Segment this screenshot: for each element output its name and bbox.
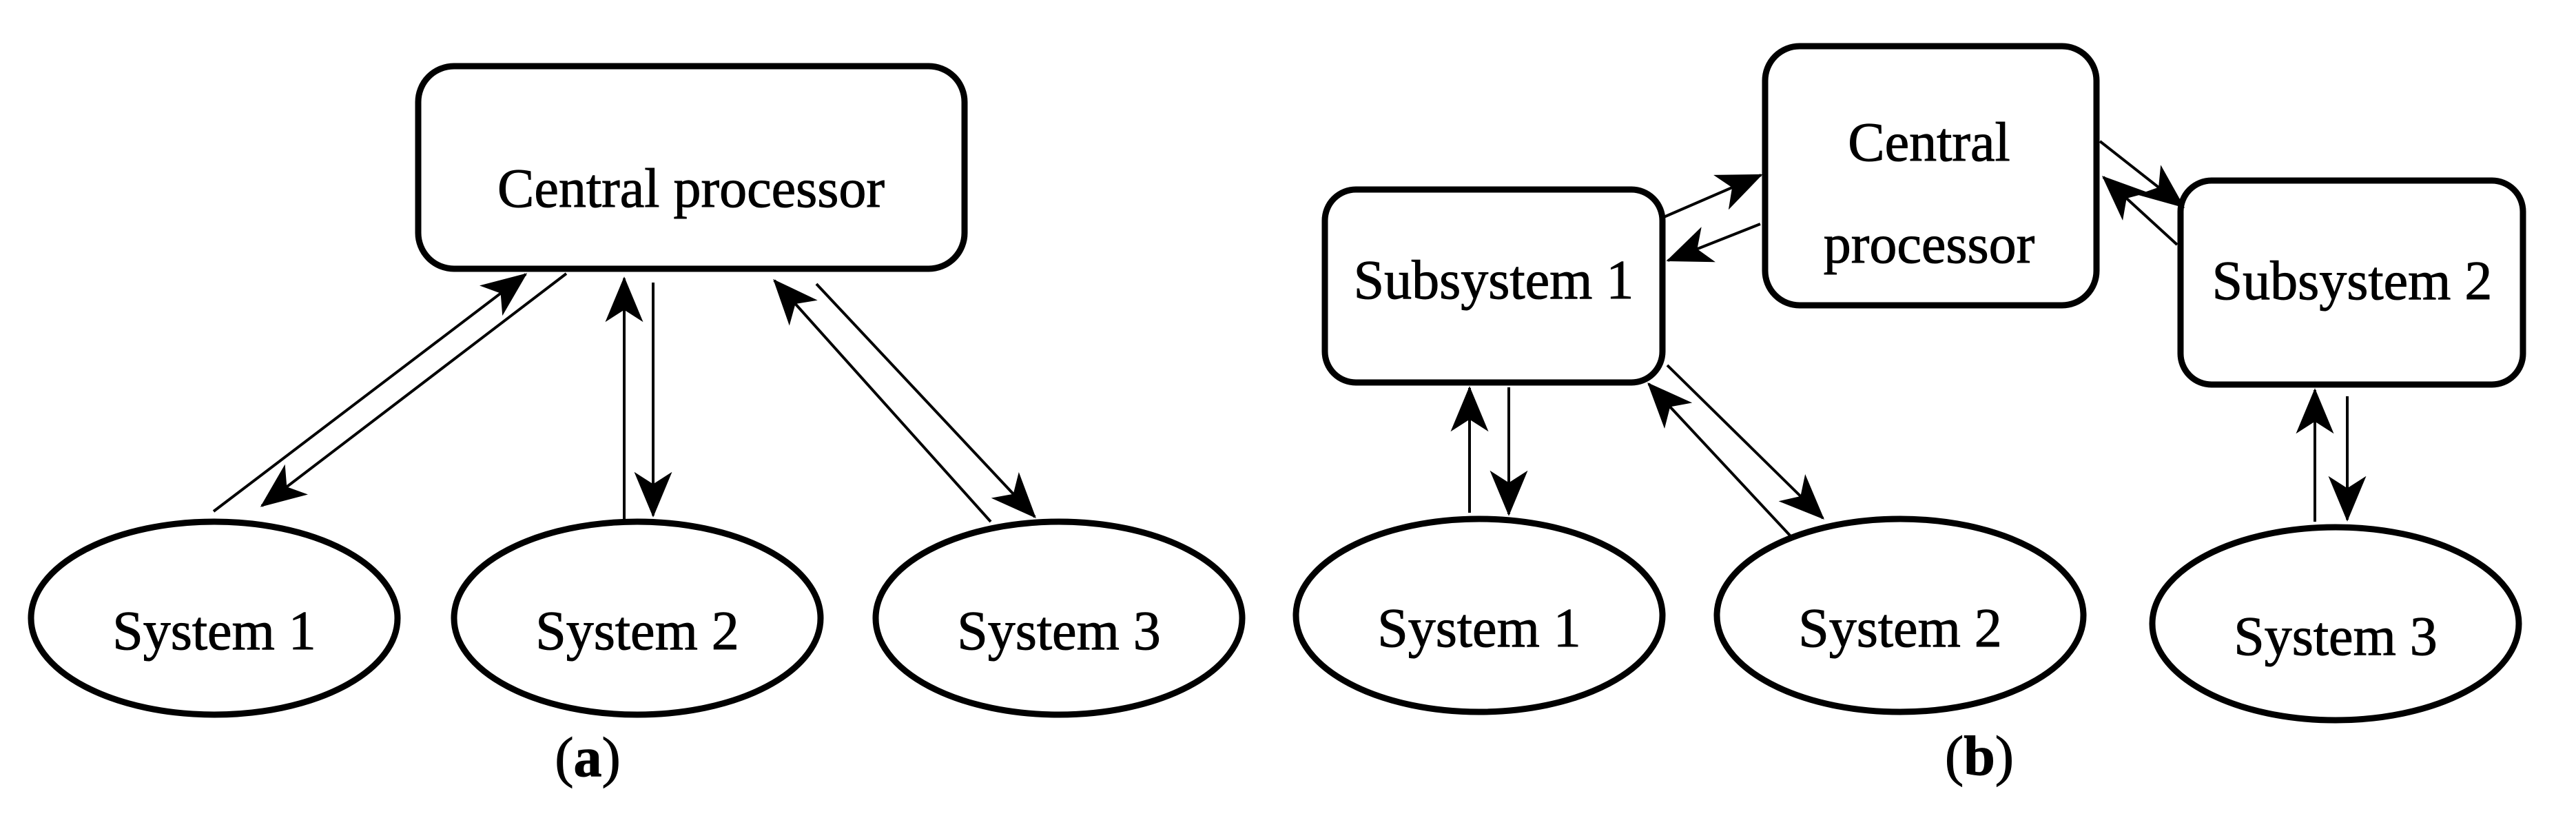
subsystem-2-box: [2177, 177, 2526, 388]
arrow-subsystem1-to-central-b: [1663, 174, 1763, 218]
system-3-label-a: System 3: [957, 601, 1161, 662]
system-2-ellipse-b: [1713, 515, 2087, 715]
arrow-system1-to-central-a: [212, 273, 528, 513]
arrow-central-to-subsystem1-b: [1666, 223, 1761, 263]
caption-b-close-paren: ): [1995, 724, 2014, 787]
system-3-ellipse-a: [872, 518, 1246, 718]
system-1-label-b: System 1: [1377, 598, 1581, 659]
system-1-ellipse-b: [1292, 515, 1666, 715]
arrow-central-to-system3-a: [815, 283, 1036, 519]
central-processor-label-line1-b: Central: [1848, 112, 2010, 173]
caption-a-close-paren: ): [602, 726, 621, 788]
diagram-a: Central processor System 1 System 2 Syst…: [28, 63, 1246, 789]
system-2-label-a: System 2: [535, 601, 739, 662]
figure-caption-b: (b): [1945, 724, 2014, 787]
arrow-system2-to-subsystem1-b: [1647, 382, 1793, 538]
system-1-ellipse-a: [28, 518, 401, 718]
arrow-central-to-system1-a: [260, 272, 568, 507]
central-processor-box-a: [415, 63, 968, 272]
arrow-subsystem2-to-central-b: [2101, 176, 2178, 246]
subsystem-1-box: [1321, 186, 1666, 386]
caption-a-open-paren: (: [555, 726, 573, 788]
central-processor-label-a: Central processor: [497, 159, 885, 219]
system-2-label-b: System 2: [1798, 598, 2002, 659]
arrow-subsystem1-to-system2-b: [1666, 364, 1824, 520]
figure-caption-a: (a): [555, 726, 621, 788]
system-3-label-b: System 3: [2234, 606, 2438, 667]
system-1-label-a: System 1: [112, 601, 316, 662]
diagram-b: Central processor Subsystem 1 Subsystem …: [1292, 43, 2526, 788]
arrow-central-to-subsystem2-b: [2099, 140, 2185, 208]
caption-a-letter: a: [574, 726, 602, 788]
central-processor-box-b: [1762, 43, 2100, 309]
caption-b-open-paren: (: [1945, 724, 1964, 787]
central-processor-label-line2-b: processor: [1824, 214, 2035, 275]
subsystem-2-label: Subsystem 2: [2212, 251, 2493, 312]
arrow-system3-to-central-a: [773, 278, 992, 523]
system-3-ellipse-b: [2149, 524, 2522, 724]
caption-b-letter: b: [1964, 724, 1995, 787]
subsystem-1-label: Subsystem 1: [1354, 250, 1634, 311]
system-2-ellipse-a: [451, 518, 824, 718]
